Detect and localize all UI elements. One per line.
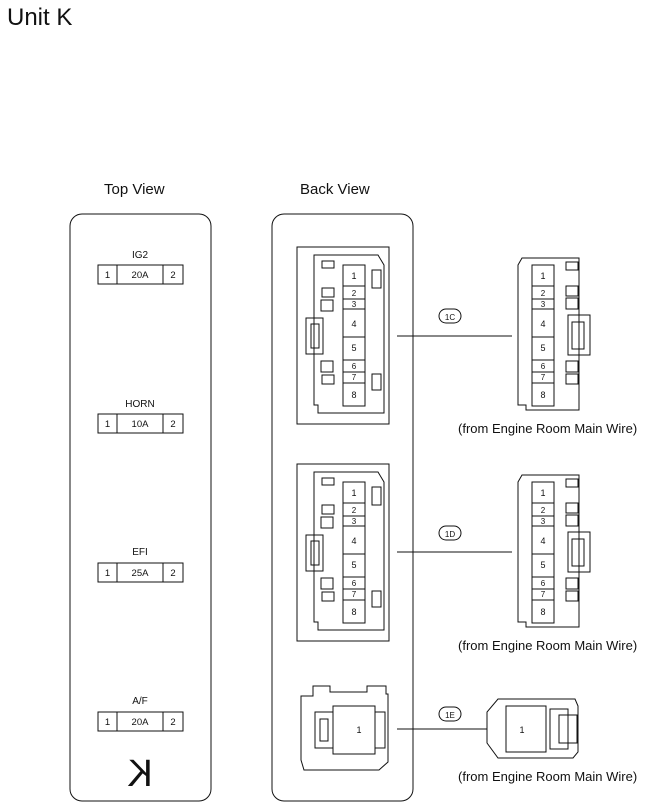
connector-1c-harness: 1 2 3 4 5 6 7 8 bbox=[517, 257, 591, 411]
back-view-panel bbox=[271, 213, 414, 802]
page-title: Unit K bbox=[7, 4, 73, 31]
connector-1e-back: 1 bbox=[300, 685, 389, 771]
svg-text:4: 4 bbox=[351, 536, 356, 546]
connector-1c-back: 1 2 3 4 5 6 7 8 bbox=[296, 246, 390, 425]
svg-text:3: 3 bbox=[541, 517, 546, 526]
svg-text:6: 6 bbox=[352, 579, 357, 588]
svg-text:5: 5 bbox=[540, 560, 545, 570]
svg-text:1C: 1C bbox=[445, 313, 455, 322]
svg-text:4: 4 bbox=[351, 319, 356, 329]
fuse-rating: 25A bbox=[132, 568, 150, 579]
fuse-ig2: IG2 1 20A 2 bbox=[97, 250, 184, 285]
svg-text:2: 2 bbox=[541, 289, 546, 298]
fuse-right-pin: 2 bbox=[170, 568, 175, 579]
fuse-left-pin: 1 bbox=[105, 419, 110, 430]
svg-text:3: 3 bbox=[352, 300, 357, 309]
svg-text:1: 1 bbox=[519, 725, 524, 735]
fuse-name: A/F bbox=[132, 696, 148, 707]
connector-1d-harness: 1 2 3 4 5 6 7 8 bbox=[517, 474, 591, 628]
connector-code-badge-1c: 1C bbox=[438, 308, 462, 324]
svg-text:3: 3 bbox=[541, 300, 546, 309]
source-label-1d: (from Engine Room Main Wire) bbox=[458, 638, 637, 653]
svg-text:1E: 1E bbox=[445, 711, 455, 720]
fuse-right-pin: 2 bbox=[170, 717, 175, 728]
fuse-rating: 10A bbox=[132, 419, 150, 430]
svg-text:7: 7 bbox=[352, 590, 357, 599]
svg-text:2: 2 bbox=[352, 506, 357, 515]
svg-text:2: 2 bbox=[541, 506, 546, 515]
fuse-left-pin: 1 bbox=[105, 270, 110, 281]
fuse-af: A/F 1 20A 2 bbox=[97, 696, 184, 732]
svg-text:6: 6 bbox=[352, 362, 357, 371]
svg-text:8: 8 bbox=[540, 390, 545, 400]
svg-text:5: 5 bbox=[351, 343, 356, 353]
svg-text:1: 1 bbox=[540, 488, 545, 498]
source-label-1c: (from Engine Room Main Wire) bbox=[458, 421, 637, 436]
fuse-name: IG2 bbox=[132, 250, 149, 261]
fuse-name: HORN bbox=[125, 399, 154, 410]
svg-text:2: 2 bbox=[352, 289, 357, 298]
svg-text:1: 1 bbox=[351, 488, 356, 498]
fuse-horn: HORN 1 10A 2 bbox=[97, 399, 184, 434]
fuse-rating: 20A bbox=[132, 270, 150, 281]
svg-text:7: 7 bbox=[541, 590, 546, 599]
fuse-left-pin: 1 bbox=[105, 717, 110, 728]
source-label-1e: (from Engine Room Main Wire) bbox=[458, 769, 637, 784]
connector-1e-harness: 1 bbox=[486, 698, 579, 759]
fuse-left-pin: 1 bbox=[105, 568, 110, 579]
svg-text:4: 4 bbox=[540, 319, 545, 329]
svg-text:8: 8 bbox=[540, 607, 545, 617]
connector-code-badge-1e: 1E bbox=[438, 706, 462, 722]
svg-text:8: 8 bbox=[351, 390, 356, 400]
top-view-label: Top View bbox=[104, 181, 165, 198]
fuse-efi: EFI 1 25A 2 bbox=[97, 547, 184, 583]
connector-code-badge-1d: 1D bbox=[438, 525, 462, 541]
svg-text:3: 3 bbox=[352, 517, 357, 526]
svg-text:1: 1 bbox=[540, 271, 545, 281]
svg-text:1: 1 bbox=[356, 725, 361, 735]
svg-text:7: 7 bbox=[541, 373, 546, 382]
svg-text:5: 5 bbox=[540, 343, 545, 353]
top-view-panel bbox=[69, 213, 212, 802]
fuse-right-pin: 2 bbox=[170, 419, 175, 430]
fuse-rating: 20A bbox=[132, 717, 150, 728]
svg-text:8: 8 bbox=[351, 607, 356, 617]
svg-text:7: 7 bbox=[352, 373, 357, 382]
svg-text:4: 4 bbox=[540, 536, 545, 546]
svg-text:6: 6 bbox=[541, 362, 546, 371]
svg-text:6: 6 bbox=[541, 579, 546, 588]
back-view-label: Back View bbox=[300, 181, 370, 198]
svg-text:1D: 1D bbox=[445, 530, 455, 539]
svg-text:5: 5 bbox=[351, 560, 356, 570]
fuse-right-pin: 2 bbox=[170, 270, 175, 281]
fuse-name: EFI bbox=[132, 547, 148, 558]
connector-1d-back: 1 2 3 4 5 6 7 8 bbox=[296, 463, 390, 642]
svg-text:1: 1 bbox=[351, 271, 356, 281]
unit-letter-mark: K bbox=[127, 753, 152, 795]
